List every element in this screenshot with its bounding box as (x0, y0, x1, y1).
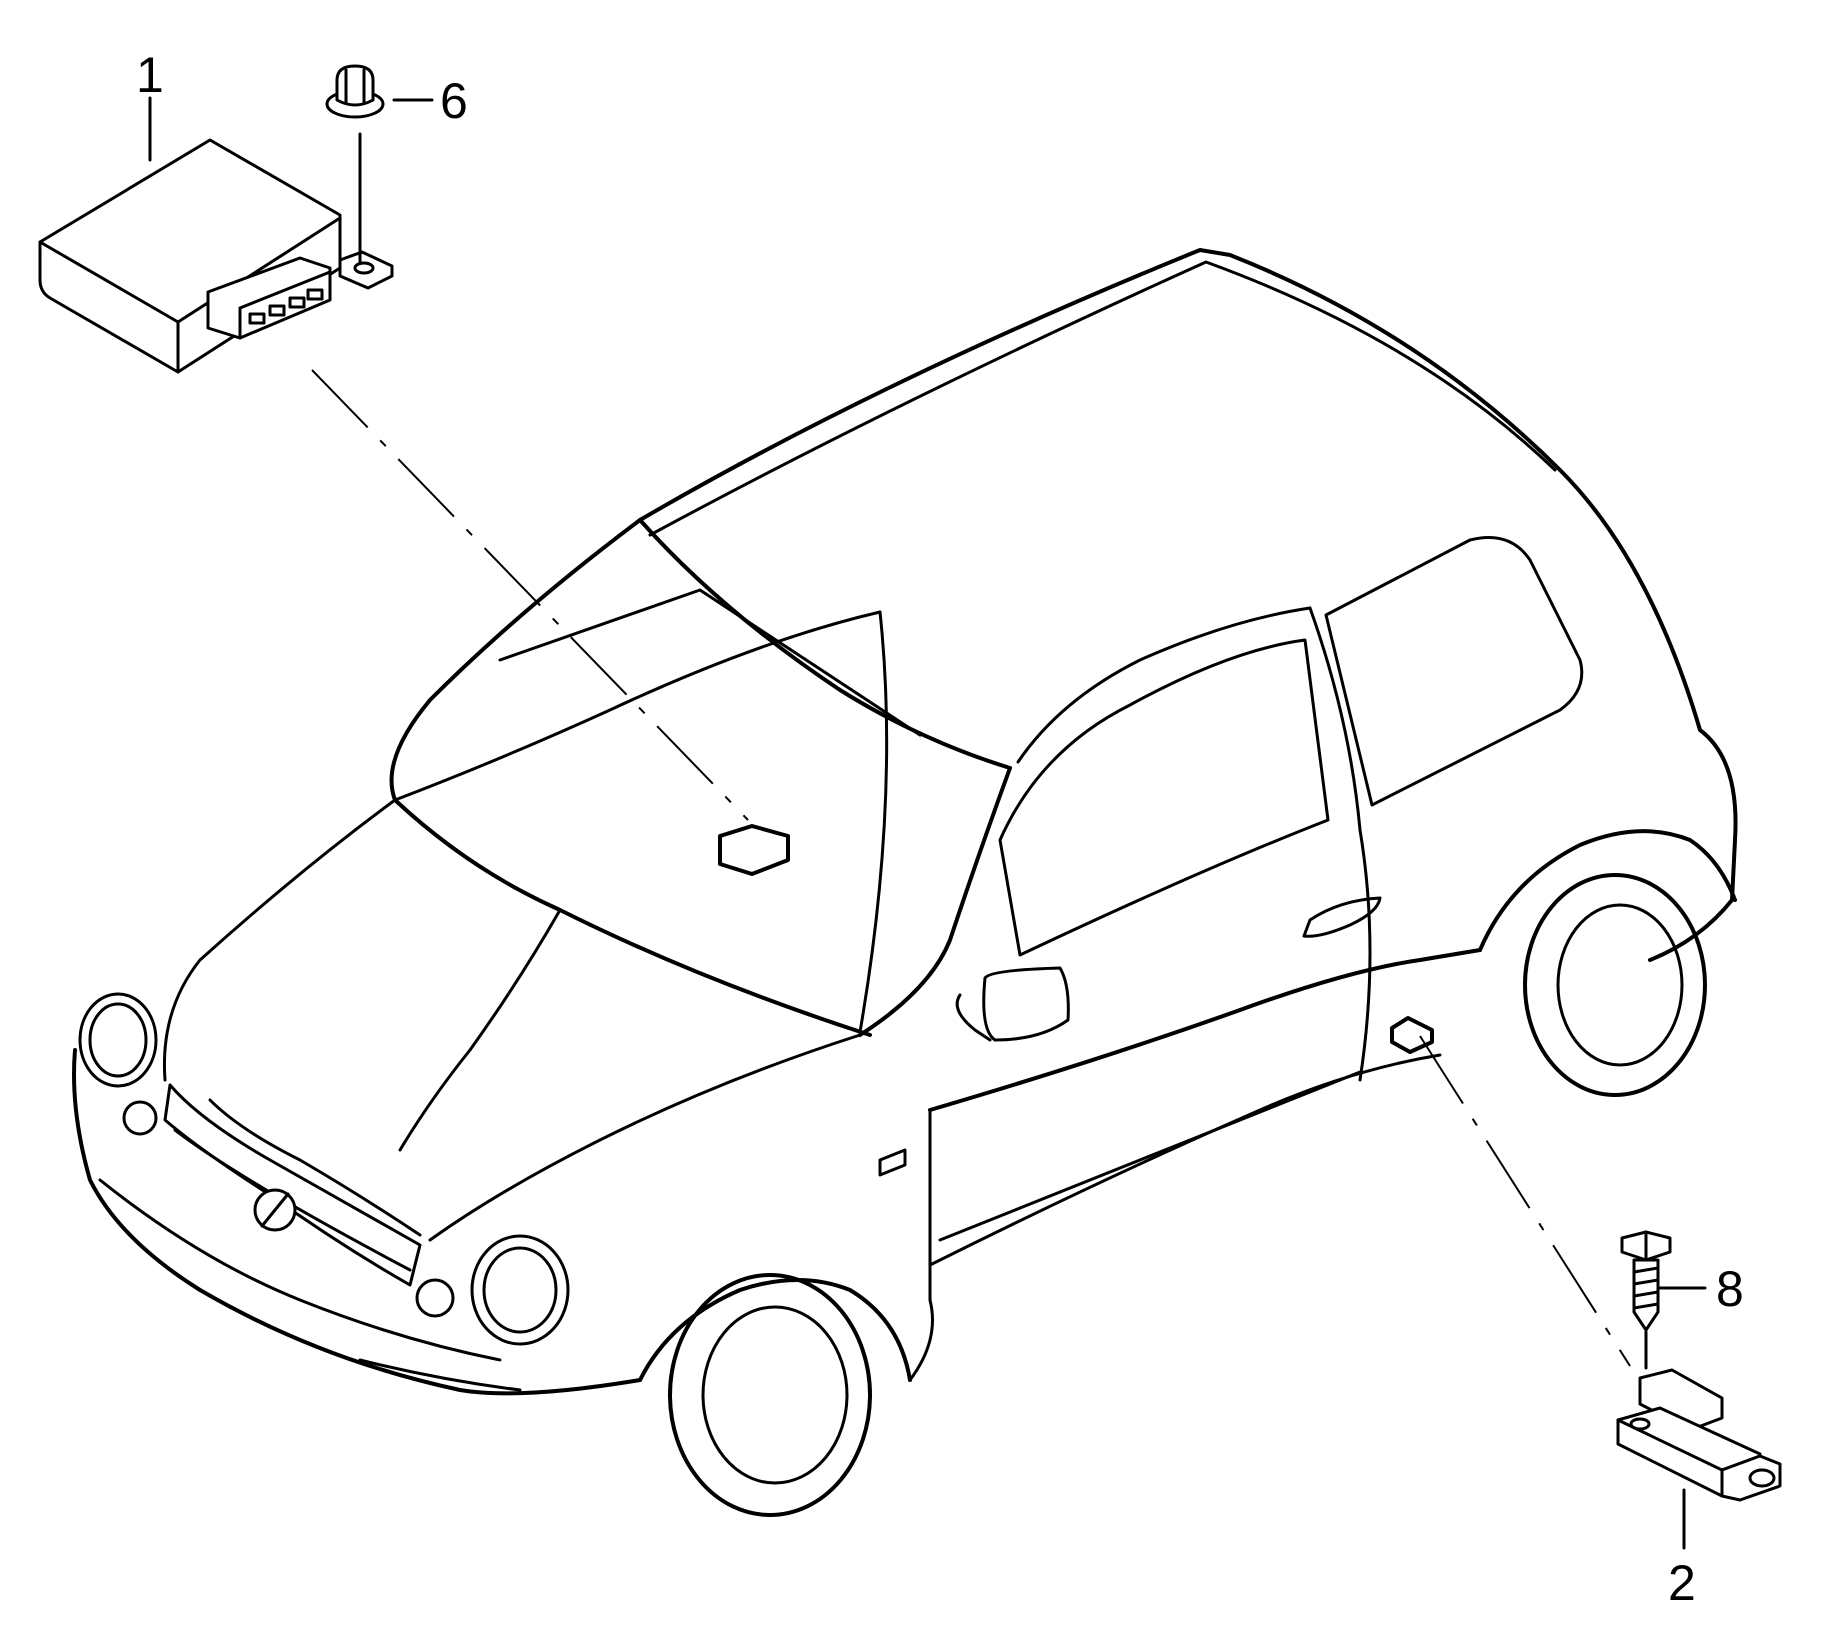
part-8-bolt[interactable] (1620, 1230, 1672, 1370)
part-6-nut[interactable] (325, 64, 385, 264)
part-2-sensor[interactable] (1616, 1368, 1782, 1550)
callout-8: 8 (1716, 1261, 1744, 1317)
windshield-mount-marker (718, 824, 790, 876)
position-lines (311, 369, 1631, 1367)
callout-6: 6 (440, 73, 468, 129)
callout-2: 2 (1668, 1555, 1696, 1611)
part-1-control-unit[interactable] (38, 138, 394, 374)
sill-mount-marker (1390, 1016, 1434, 1054)
callout-leaders (148, 96, 1707, 1290)
callout-1: 1 (136, 47, 164, 103)
callout-labels: 1 6 8 2 (136, 47, 1744, 1611)
car-illustration (72, 248, 1738, 1517)
